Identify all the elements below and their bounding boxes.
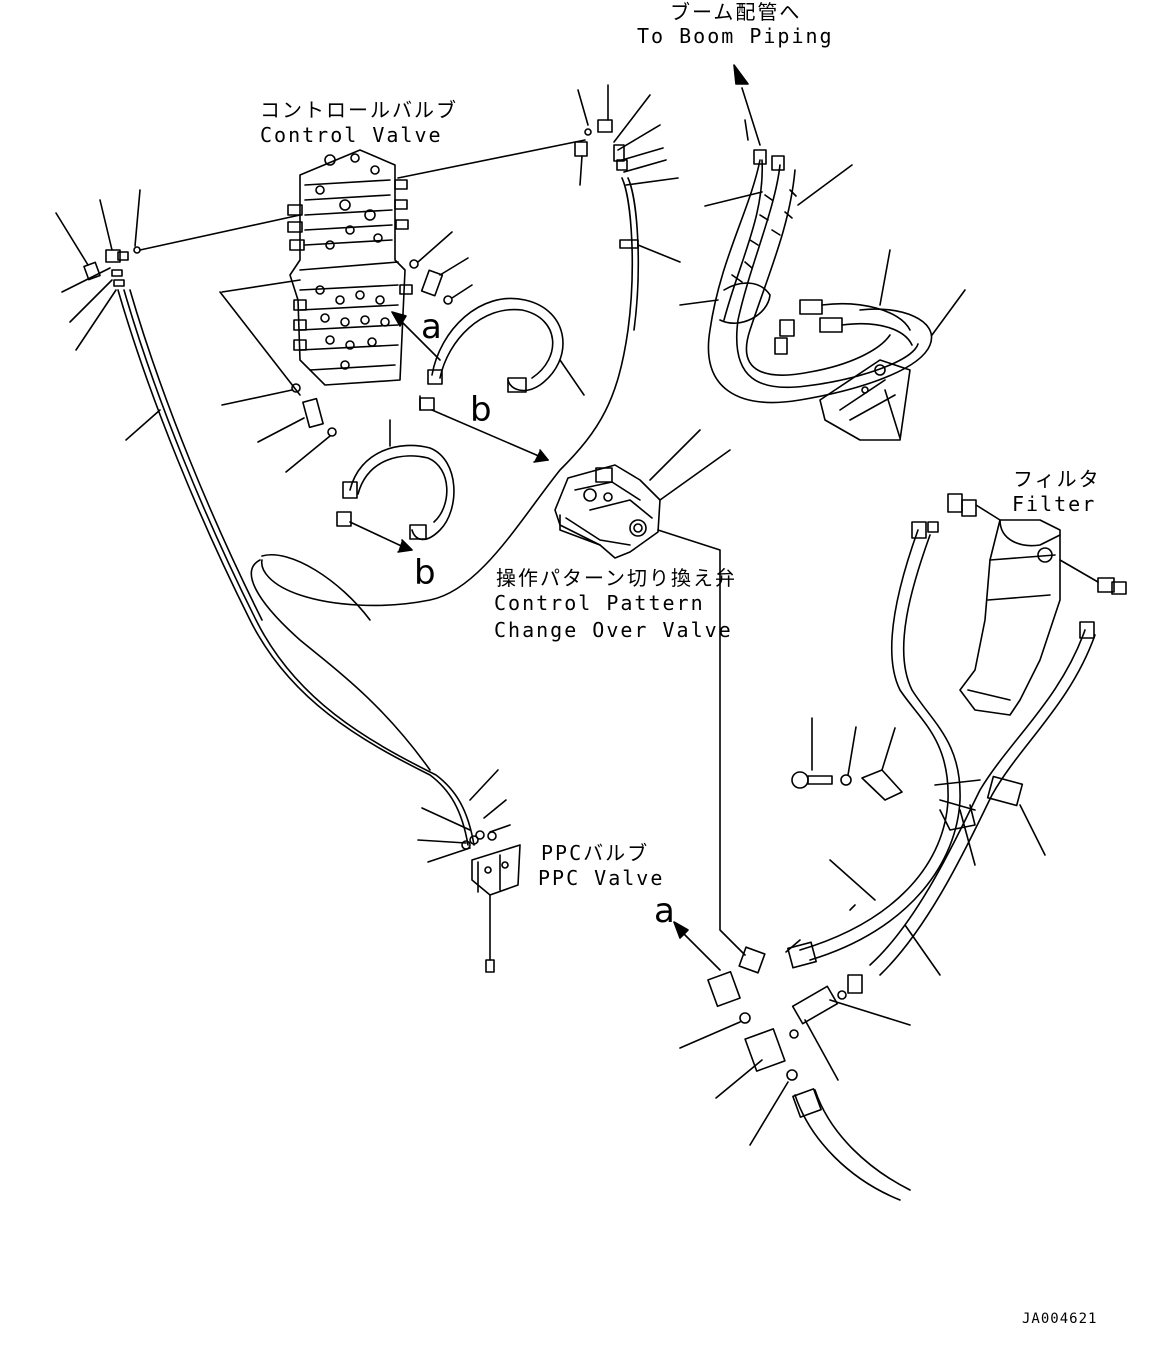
- hose-lower: [221, 383, 455, 541]
- callout-b-lower: b: [414, 553, 436, 593]
- label-control-valve-jp: コントロールバルブ: [260, 98, 458, 122]
- label-pattern-valve-en2: Change Over Valve: [494, 618, 733, 642]
- pattern-change-valve: [554, 429, 746, 956]
- label-pattern-valve-en1: Control Pattern: [494, 591, 705, 615]
- filter: [927, 493, 1127, 716]
- callout-a-upper: a: [421, 307, 442, 347]
- ppc-valve: [417, 769, 521, 973]
- label-pattern-valve-jp: 操作パターン切り換え弁: [496, 566, 737, 590]
- label-boom-en: To Boom Piping: [637, 24, 834, 48]
- callout-a-lower: a: [654, 891, 675, 931]
- label-filter-jp: フィルタ: [1013, 467, 1101, 491]
- fittings-top-left: [55, 189, 141, 351]
- control-valve: [287, 149, 413, 386]
- fittings-top-center: [574, 84, 679, 186]
- label-boom-jp: ブーム配管へ: [670, 0, 802, 24]
- label-ppc-valve-en: PPC Valve: [538, 866, 665, 890]
- label-ppc-valve-jp: PPCバルブ: [541, 841, 650, 865]
- label-control-valve-en: Control Valve: [260, 123, 443, 147]
- lower-hoses: [673, 521, 1096, 1201]
- document-id: JA004621: [1022, 1311, 1098, 1327]
- label-filter-en: Filter: [1012, 492, 1097, 516]
- callout-b-upper: b: [470, 390, 492, 430]
- boom-piping-hoses: [679, 64, 966, 441]
- hose-upper: [409, 231, 585, 411]
